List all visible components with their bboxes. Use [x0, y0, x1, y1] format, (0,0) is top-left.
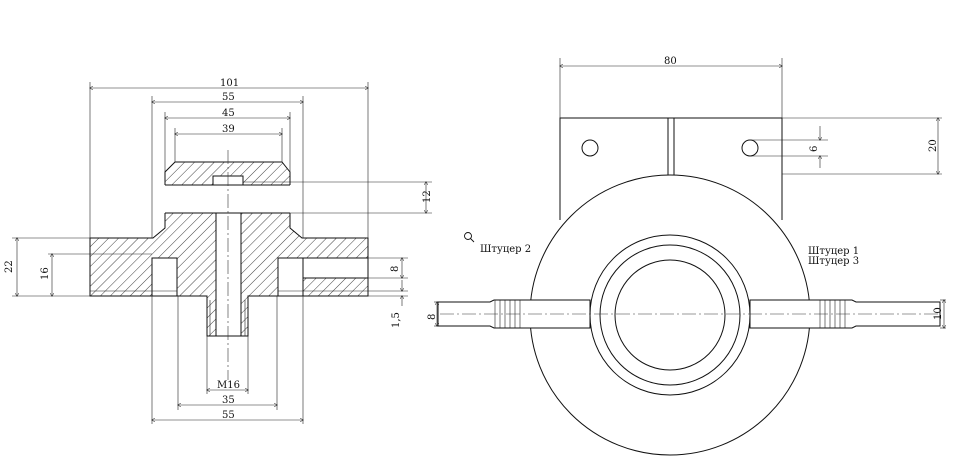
dim-55-top: 55 [222, 92, 235, 103]
zoom-icon [464, 232, 475, 243]
inner-ring [614, 259, 726, 371]
right-channel [277, 257, 304, 297]
bracket [559, 117, 783, 220]
label-fitting-1: Штуцер 1 [808, 246, 859, 257]
dim-8-left: 8 [390, 266, 401, 272]
dim-39: 39 [222, 124, 235, 135]
cap-gap [164, 185, 291, 213]
dim-10: 10 [933, 307, 944, 320]
dim-6: 6 [809, 146, 820, 152]
label-fitting-2: Штуцер 2 [480, 244, 531, 255]
middle-ring [599, 244, 741, 386]
dim-80: 80 [664, 56, 677, 67]
dim-22: 22 [4, 260, 15, 273]
dim-101: 101 [220, 78, 239, 89]
dim-35: 35 [222, 395, 235, 406]
dim-16: 16 [40, 267, 51, 280]
section-view: 101 55 45 39 12 22 16 8 [4, 78, 433, 424]
mount-hole-right [741, 139, 759, 157]
label-fitting-3: Штуцер 3 [808, 256, 859, 267]
dim-20: 20 [928, 139, 939, 152]
dim-1-5: 1,5 [391, 312, 402, 328]
central-bore [215, 212, 242, 337]
left-channel [151, 257, 178, 297]
dim-8-right: 8 [427, 314, 438, 320]
dim-45: 45 [222, 108, 235, 119]
top-view: 80 6 20 8 10 Штуцер 2 Штуцер 1 Штуцер 3 [427, 56, 946, 456]
mount-hole-left [581, 139, 599, 157]
dim-m16: M16 [217, 380, 240, 391]
dim-12: 12 [422, 190, 433, 203]
dim-55-bottom: 55 [222, 410, 235, 421]
right-port [302, 257, 369, 279]
